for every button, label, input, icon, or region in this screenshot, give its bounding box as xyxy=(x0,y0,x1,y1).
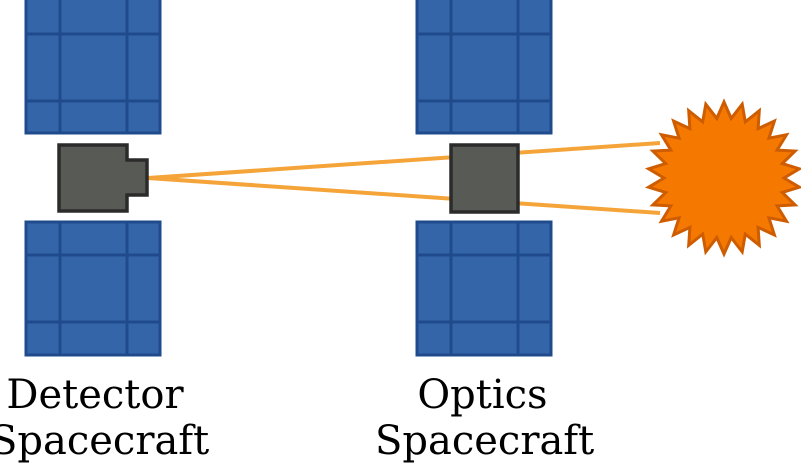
detector-spacecraft xyxy=(24,0,162,357)
optics-body xyxy=(449,143,520,214)
detector-label-line2: Spacecraft xyxy=(0,418,210,464)
light-beam-lower xyxy=(147,176,661,215)
optics-solar-panel-top xyxy=(415,0,553,135)
light-beam-upper xyxy=(147,141,661,180)
detector-solar-panel-top xyxy=(24,0,162,135)
detector-body xyxy=(57,143,149,213)
detector-solar-panel-bottom xyxy=(24,220,162,357)
optics-label-line2: Spacecraft xyxy=(375,418,595,464)
detector-spacecraft-label: Detector Spacecraft xyxy=(0,372,210,464)
light-beams xyxy=(147,141,661,215)
detector-label-line1: Detector xyxy=(6,372,184,418)
optics-spacecraft xyxy=(415,0,553,357)
optics-solar-panel-bottom xyxy=(415,220,553,357)
optics-label-line1: Optics xyxy=(417,372,548,418)
optics-spacecraft-label: Optics Spacecraft xyxy=(375,372,595,464)
sun-icon xyxy=(644,98,801,258)
